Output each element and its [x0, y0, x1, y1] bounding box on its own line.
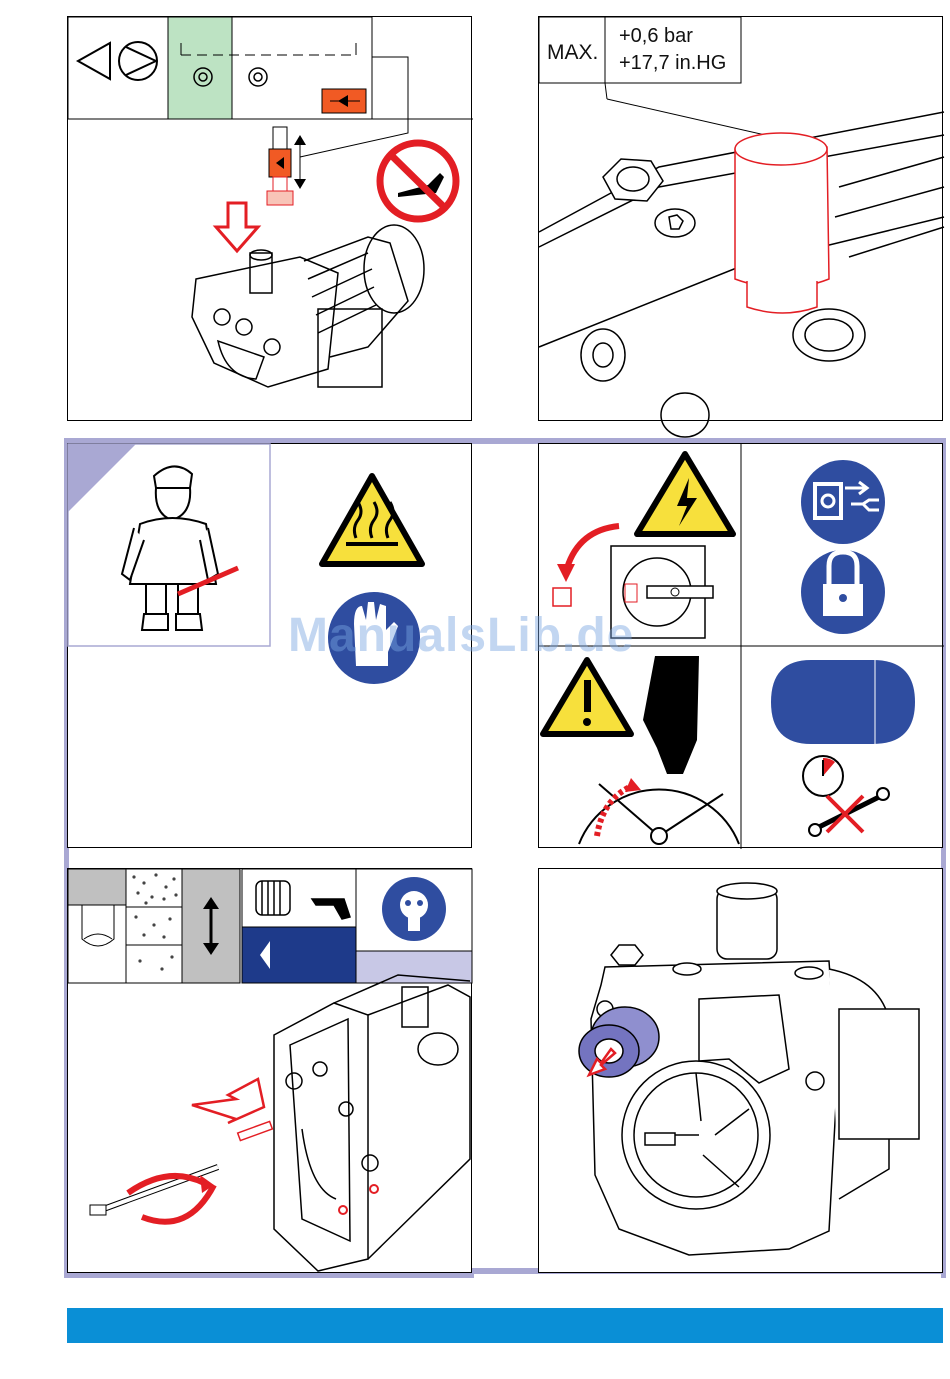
wait-timer-icon: [803, 756, 843, 796]
hot-surface-warning-icon: [322, 476, 422, 564]
wear-respirator-icon: [382, 877, 446, 941]
panel-vane-inspection: [538, 868, 943, 1273]
panel-filter-removal-drawing: [68, 869, 473, 1274]
electrical-hazard-icon: [637, 454, 733, 534]
watermark: ManualsLib.de: [288, 608, 634, 663]
max-label: MAX.: [547, 41, 598, 65]
footer-bar: [67, 1308, 943, 1343]
panel-vane-inspection-drawing: [539, 869, 944, 1274]
max-value-inhg: +17,7 in.HG: [619, 52, 726, 75]
max-value-bar: +0,6 bar: [619, 25, 693, 48]
panel-oil-warning: [67, 16, 472, 421]
panel-oil-warning-drawing: [68, 17, 473, 422]
disconnect-plug-icon: [801, 460, 885, 544]
panel-max-pressure-drawing: [539, 17, 944, 422]
panel-filter-removal: [67, 868, 472, 1273]
panel-max-pressure: MAX. +0,6 bar +17,7 in.HG: [538, 16, 943, 421]
general-warning-icon: [543, 660, 631, 734]
no-oil-can-icon: [380, 143, 456, 219]
padlock-icon: [801, 550, 885, 634]
